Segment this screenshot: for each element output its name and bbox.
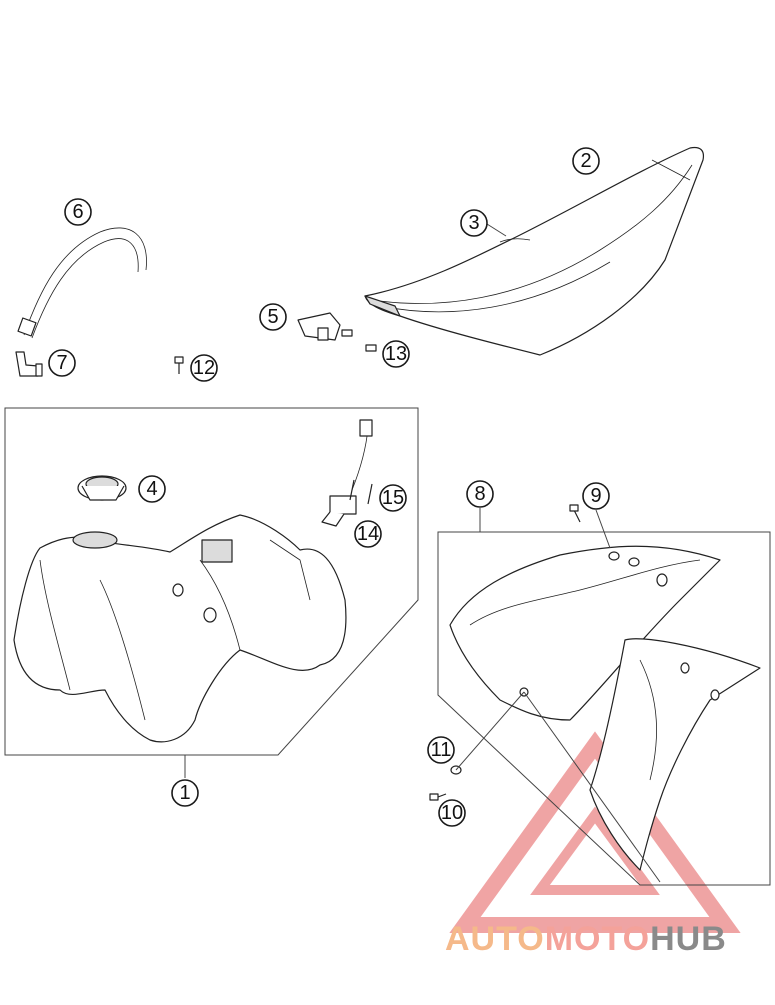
watermark-text: AUTOMOTOHUB: [445, 920, 727, 959]
fuel-tank-group-frame: [4, 407, 419, 756]
callout-5: 5: [259, 303, 287, 331]
hose-elbow: [15, 351, 43, 377]
watermark-auto: AUTO: [445, 920, 545, 958]
svg-text:3: 3: [468, 212, 479, 234]
fuel-hose: [17, 227, 147, 339]
watermark-moto: MOTO: [544, 920, 651, 958]
svg-text:1: 1: [179, 782, 190, 804]
svg-text:9: 9: [590, 485, 601, 507]
screw-12: [174, 356, 184, 374]
svg-text:11: 11: [431, 739, 452, 761]
screw-15b: [367, 483, 373, 505]
callout-14: 14: [354, 520, 382, 548]
callout-8: 8: [466, 480, 494, 508]
side-cover-group-frame: [437, 531, 771, 886]
watermark-logo: [449, 731, 741, 933]
svg-text:15: 15: [382, 487, 404, 509]
svg-text:2: 2: [580, 150, 591, 172]
leader-8b: [523, 691, 661, 883]
screw-9: [569, 504, 581, 523]
callout-10: 10: [438, 799, 466, 827]
fuel-cap: [77, 475, 127, 501]
callout-2: 2: [572, 147, 600, 175]
svg-text:13: 13: [385, 343, 407, 365]
callout-4: 4: [138, 475, 166, 503]
svg-text:7: 7: [56, 352, 67, 374]
fuel-tank: [13, 514, 347, 743]
watermark-hub: HUB: [650, 920, 727, 958]
callout-11: 11: [427, 736, 455, 764]
callout-1: 1: [171, 779, 199, 807]
screw-10: [429, 793, 447, 801]
svg-text:10: 10: [441, 802, 463, 824]
svg-text:4: 4: [146, 478, 157, 500]
callout-13: 13: [382, 340, 410, 368]
callout-12: 12: [190, 354, 218, 382]
callout-9: 9: [582, 482, 610, 510]
leader-3: [486, 223, 507, 237]
callout-15: 15: [379, 484, 407, 512]
leader-9: [595, 509, 611, 549]
callout-6: 6: [64, 198, 92, 226]
svg-text:14: 14: [357, 523, 379, 545]
leader-11: [455, 691, 525, 771]
svg-text:12: 12: [193, 357, 215, 379]
screw-15a: [349, 479, 355, 501]
fuel-tap: [321, 419, 373, 527]
callout-3: 3: [460, 209, 488, 237]
svg-text:6: 6: [72, 201, 83, 223]
seat-bracket: [297, 312, 341, 341]
radiator-spoiler-lower: [589, 638, 761, 871]
svg-text:8: 8: [474, 483, 485, 505]
bolt-13a: [341, 329, 353, 337]
bolt-13b: [365, 344, 377, 352]
svg-text:5: 5: [267, 306, 278, 328]
seat: [364, 146, 705, 356]
callout-7: 7: [48, 349, 76, 377]
